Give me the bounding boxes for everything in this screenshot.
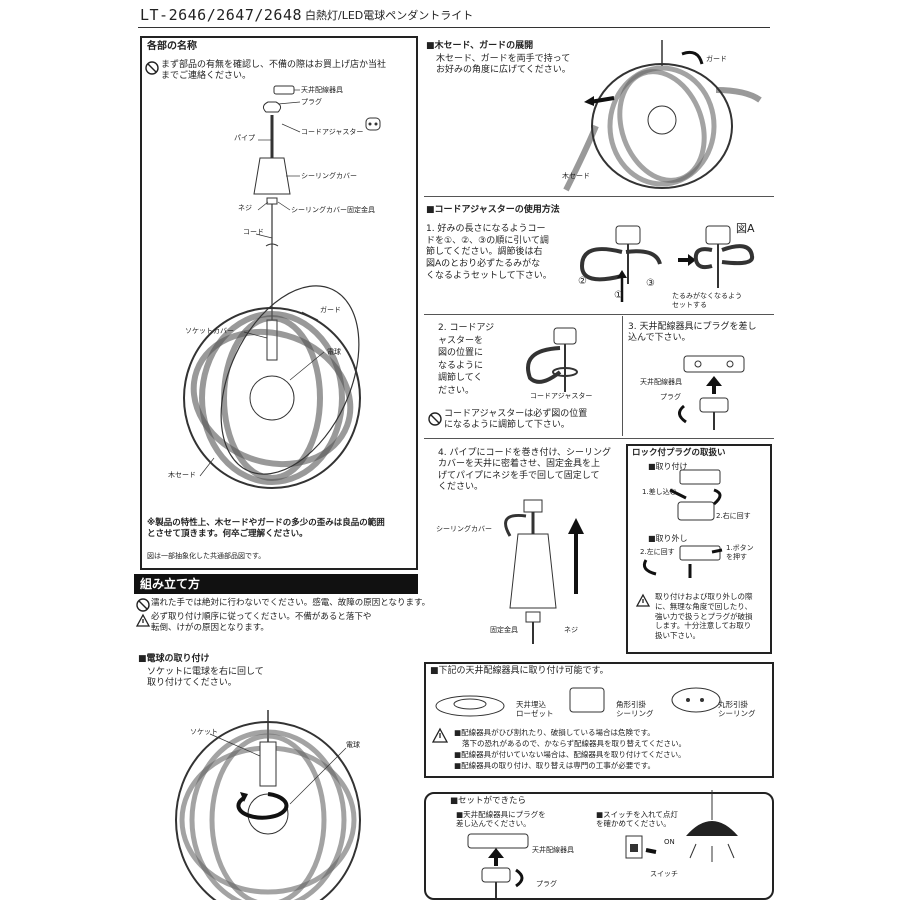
lockplug-turn-right: 2.右に回す [716, 512, 751, 520]
fixtures-note-2: 落下の恐れがあるので、かならず配線器具を取り替えてください。 [462, 739, 686, 748]
label-screw: ネジ [238, 204, 252, 212]
bulb-title: ■電球の取り付け [138, 654, 210, 664]
figure-a-label: 図A [736, 222, 755, 235]
divider [424, 438, 774, 439]
step-num-1: ① [614, 290, 623, 301]
fixture-type-1: 天井埋込 ローゼット [516, 700, 554, 719]
label-ceiling-cover: シーリングカバー [301, 172, 357, 180]
expand-diagram [563, 40, 762, 192]
done-panel [424, 792, 774, 900]
lockplug-caution: 取り付けおよび取り外しの際 に、無理な角度で回したり、 強い力で扱うとプラグが破… [655, 592, 753, 640]
label-cord: コード [243, 228, 264, 236]
label-cord-adjuster: コードアジャスター [530, 392, 593, 400]
label-socket: ソケット [190, 728, 218, 736]
lockplug-title: ロック付プラグの取扱い [632, 448, 726, 458]
lockplug-press: 1.ボタン を押す [726, 544, 754, 561]
lockplug-turn-left: 2.左に回す [640, 548, 675, 556]
label-guard: ガード [320, 306, 341, 314]
adjuster-diagram [579, 225, 755, 302]
lockplug-diagram [642, 469, 723, 578]
label-plug: プラグ [660, 393, 681, 401]
label-wood-shade: 木セード [168, 471, 196, 479]
adjuster-title: ■コードアジャスターの使用方法 [426, 205, 560, 215]
prohibit-icon [428, 412, 442, 426]
label-bulb: 電球 [346, 741, 360, 749]
step4-diagram [504, 499, 584, 644]
label-guard: ガード [706, 55, 727, 63]
label-bulb: 電球 [327, 348, 341, 356]
step3-text: 3. 天井配線器具にプラグを差し 込んで下さい。 [628, 322, 757, 344]
divider [622, 316, 623, 436]
fixture-type-3: 丸形引掛 シーリング [718, 700, 756, 719]
fixture-type-2: 角形引掛 シーリング [616, 700, 654, 719]
step4-text: 4. パイプにコードを巻き付け、シーリング カバーを天井に密着させ、固定金具を上… [438, 448, 611, 492]
assembly-band: 組み立て方 [134, 574, 418, 594]
lockplug-insert: 1.差し込む [642, 488, 677, 496]
label-pipe: パイプ [234, 134, 255, 142]
header-rule [138, 27, 770, 28]
fixtures-note-4: ■配線器具の取り付け、取り替えは専門の工事が必要です。 [454, 761, 655, 770]
model-number: LT-2646/2647/2648 [140, 6, 303, 24]
caution-triangle-icon [635, 593, 651, 607]
divider [424, 314, 774, 315]
lockplug-panel [626, 444, 772, 654]
fixtures-note-3: ■配線器具が付いていない場合は、配線器具を取り付けてください。 [454, 750, 686, 759]
label-screw: ネジ [564, 626, 578, 634]
parts-warning: まず部品の有無を確認し、不備の際はお買上げ店か当社 までご連絡ください。 [161, 60, 387, 82]
caution-triangle-icon [431, 727, 449, 743]
label-cover-fixing: シーリングカバー固定金具 [291, 206, 375, 214]
label-wood-shade: 木セード [562, 172, 590, 180]
adjuster-step1: 1. 好みの長さになるようコー ドを①、②、③の順に引いて調 節してください。調… [426, 224, 552, 281]
done-insert: ■天井配線器具にプラグを 差し込んでください。 [456, 810, 546, 829]
lockplug-remove: ■取り外し [648, 534, 688, 543]
assembly-warning-2: 必ず取り付け順序に従ってください。不備があると落下や 転倒、けがの原因となります… [151, 612, 372, 633]
label-ceiling-cover: シーリングカバー [436, 525, 492, 533]
done-title: ■セットができたら [450, 796, 527, 806]
parts-title: 各部の名称 [147, 41, 197, 52]
label-ceiling-fixture: 天井配線器具 [640, 378, 682, 386]
label-switch: スイッチ [650, 870, 678, 878]
label-plug: プラグ [301, 98, 322, 106]
expand-title: ■木セード、ガードの展開 [426, 41, 534, 51]
parts-panel [140, 36, 418, 570]
assembly-warning-1: 濡れた手では絶対に行わないでください。感電、故障の原因となります。 [151, 598, 431, 608]
done-switch: ■スイッチを入れて点灯 を確かめてください。 [596, 810, 678, 829]
label-ceiling-fixture: 天井配線器具 [301, 86, 343, 94]
step2-text: 2. コードアジ ャスターを 図の位置に なるように 調節してく ださい。 [438, 323, 495, 396]
step3-diagram [678, 355, 745, 430]
prohibit-icon [145, 61, 159, 75]
label-fixing: 固定金具 [490, 626, 518, 634]
parts-note: ※製品の特性上、木セードやガードの多少の歪みは良品の範囲 とさせて頂きます。何卒… [147, 518, 385, 539]
done-diagram [467, 790, 738, 898]
parts-diagram [183, 85, 381, 489]
step2-diagram [526, 327, 578, 392]
fixtures-title: ■下記の天井配線器具に取り付け可能です。 [430, 666, 609, 676]
fixtures-note-1: ■配線器具がひび割れたり、破損している場合は危険です。 [454, 728, 655, 737]
caution-triangle-icon [135, 613, 151, 627]
step-num-3: ③ [646, 278, 655, 289]
bulb-install-diagram [175, 710, 361, 900]
fixtures-panel [424, 662, 774, 778]
label-socket-cover: ソケットカバー [185, 327, 234, 335]
fixtures-diagram [435, 687, 721, 717]
product-name: 白熱灯/LED電球ペンダントライト [305, 9, 474, 22]
label-on: ON [664, 838, 675, 846]
expand-text: 木セード、ガードを両手で持って お好みの角度に広げてください。 [436, 54, 571, 76]
step2-warning: コードアジャスターは必ず図の位置 になるように調節して下さい。 [444, 409, 588, 431]
label-plug: プラグ [536, 880, 557, 888]
bulb-text: ソケットに電球を右に回して 取り付けてください。 [147, 667, 264, 689]
step-num-2: ② [578, 276, 587, 287]
label-ceiling-fixture: 天井配線器具 [532, 846, 574, 854]
lockplug-attach: ■取り付け [648, 462, 688, 471]
label-cord-adjuster: コードアジャスター [301, 128, 364, 136]
divider [424, 196, 774, 197]
prohibit-icon [136, 598, 150, 612]
parts-footnote: 図は一部抽象化した共通部品図です。 [147, 552, 266, 560]
figure-a-note: たるみがなくなるよう セットする [672, 292, 742, 309]
